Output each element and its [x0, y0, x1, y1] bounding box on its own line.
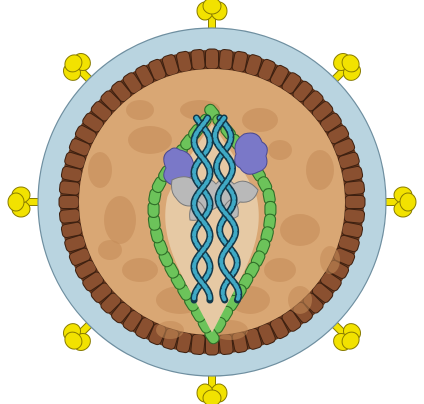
matrix-segment [344, 181, 365, 196]
matrix-segment [59, 209, 80, 224]
matrix-segment [191, 49, 206, 70]
mottle-blob [306, 150, 334, 190]
mottle-blob [242, 108, 278, 132]
matrix-segment [59, 181, 80, 196]
spike-head-lobe [203, 390, 221, 404]
mottle-blob [288, 286, 312, 314]
matrix-segment [344, 209, 365, 224]
spike-head-lobe [8, 193, 24, 211]
spike-head-lobe [400, 193, 416, 211]
mottle-blob [156, 321, 184, 339]
mottle-blob [88, 152, 112, 188]
mottle-blob [122, 258, 158, 282]
mottle-blob [264, 258, 296, 282]
matrix-segment [59, 196, 79, 209]
spike-head-lobe [203, 0, 221, 14]
matrix-segment [219, 49, 234, 70]
matrix-segment [191, 334, 206, 355]
mottle-blob [128, 126, 172, 154]
mottle-blob [98, 240, 122, 260]
mottle-blob [280, 214, 320, 246]
matrix-segment [345, 196, 365, 209]
mottle-blob [268, 140, 292, 160]
mottle-blob [104, 196, 136, 244]
mottle-blob [126, 100, 154, 120]
mottle-blob [320, 246, 340, 274]
matrix-segment [206, 49, 219, 69]
